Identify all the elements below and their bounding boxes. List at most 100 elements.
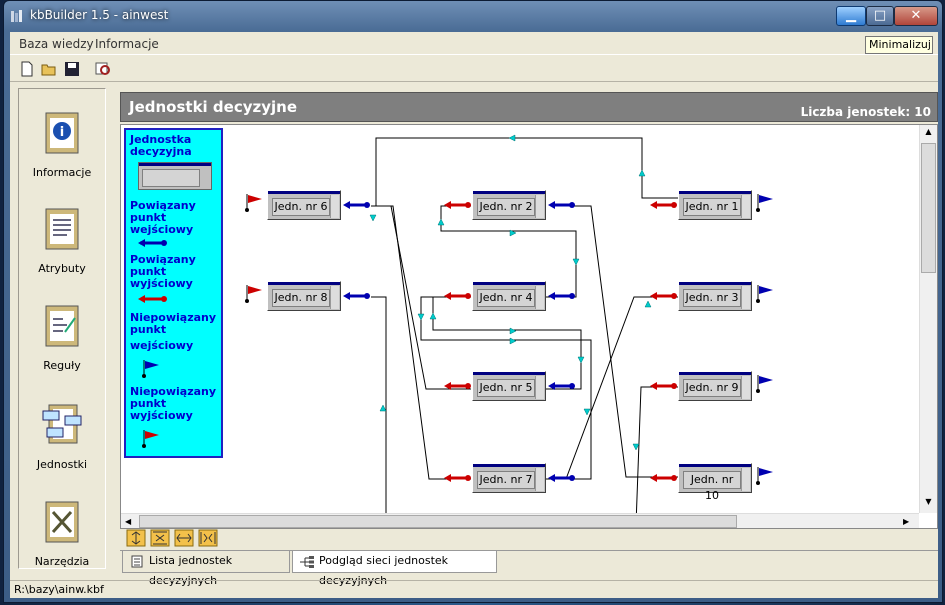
scroll-down-icon[interactable]: ▼ xyxy=(925,497,932,506)
unlinked-out-flag-icon xyxy=(142,430,159,448)
linked-in-point[interactable] xyxy=(548,200,576,210)
units-clipboard-icon xyxy=(42,404,82,444)
sidebar-label: Atrybuty xyxy=(38,262,86,275)
unit-node-label: Jedn. nr 7 xyxy=(477,471,535,489)
unit-node-3[interactable]: Jedn. nr 3 xyxy=(678,281,752,311)
close-button[interactable]: ✕ xyxy=(894,6,938,26)
linked-out-point[interactable] xyxy=(650,291,678,301)
linked-in-point[interactable] xyxy=(548,473,576,483)
node-scrollbar[interactable] xyxy=(535,286,544,309)
scroll-left-icon[interactable]: ◀ xyxy=(125,517,132,526)
node-scrollbar[interactable] xyxy=(330,286,339,309)
unit-node-4[interactable]: Jedn. nr 4 xyxy=(472,281,546,311)
page-title: Jednostki decyzyjne xyxy=(129,98,297,116)
linked-out-point[interactable] xyxy=(444,200,472,210)
list-doc-icon xyxy=(131,555,143,568)
unlinked-in-flag[interactable] xyxy=(754,465,776,485)
unit-node-1[interactable]: Jedn. nr 1 xyxy=(678,190,752,220)
connection-lines xyxy=(369,134,681,513)
legend-unit: Jednostka decyzyjna xyxy=(130,133,192,158)
node-scrollbar[interactable] xyxy=(741,195,750,218)
unlinked-out-flag[interactable] xyxy=(243,283,265,303)
layout-toolbar xyxy=(120,529,938,549)
linked-in-point[interactable] xyxy=(343,200,371,210)
new-file-icon[interactable] xyxy=(18,60,36,78)
title-bar[interactable]: kbBuilder 1.5 - ainwest ▁ □ ✕ xyxy=(4,1,942,31)
unit-node-9[interactable]: Jedn. nr 9 xyxy=(678,371,752,401)
unit-node-label: Jedn. nr 4 xyxy=(477,289,535,307)
linked-out-point[interactable] xyxy=(650,381,678,391)
tooltip: Minimalizuj xyxy=(865,36,933,54)
node-scrollbar[interactable] xyxy=(535,468,544,491)
unit-node-8[interactable]: Jedn. nr 8 xyxy=(267,281,341,311)
node-scrollbar[interactable] xyxy=(741,376,750,399)
linked-out-point[interactable] xyxy=(650,473,678,483)
linked-out-point[interactable] xyxy=(444,381,472,391)
horizontal-scrollbar[interactable]: ◀ ▶ xyxy=(121,513,919,528)
sidebar-item-narzedzia[interactable]: Narzędzia xyxy=(19,498,105,568)
vertical-scrollbar[interactable]: ▲ ▼ xyxy=(919,125,937,513)
linked-in-point[interactable] xyxy=(548,381,576,391)
linked-in-arrow-icon xyxy=(138,239,167,247)
scroll-right-icon[interactable]: ▶ xyxy=(903,517,910,526)
unit-node-label: Jedn. nr 6 xyxy=(272,198,330,216)
linked-out-point[interactable] xyxy=(444,291,472,301)
sidebar-item-jednostki[interactable]: Jednostki xyxy=(19,401,105,471)
maximize-icon: □ xyxy=(873,8,887,23)
sidebar: i Informacje Atrybuty Reguły Jednostki N… xyxy=(18,88,106,569)
tab-lista-jednostek[interactable]: Lista jednostek decyzyjnych xyxy=(122,551,290,587)
maximize-button[interactable]: □ xyxy=(866,6,894,26)
toolbar xyxy=(10,54,938,82)
info-clipboard-icon: i xyxy=(45,112,79,154)
unit-count: Liczba jenostek: 10 xyxy=(800,105,931,119)
menu-informacje[interactable]: Informacje xyxy=(95,37,159,51)
scroll-up-icon[interactable]: ▲ xyxy=(925,127,932,136)
unit-node-2[interactable]: Jedn. nr 2 xyxy=(472,190,546,220)
node-scrollbar[interactable] xyxy=(330,195,339,218)
open-folder-icon[interactable] xyxy=(40,60,58,78)
vertical-scroll-thumb[interactable] xyxy=(921,143,936,273)
unit-node-5[interactable]: Jedn. nr 5 xyxy=(472,371,546,401)
linked-out-point[interactable] xyxy=(444,473,472,483)
app-window: kbBuilder 1.5 - ainwest ▁ □ ✕ Minimalizu… xyxy=(3,0,943,603)
legend: Jednostka decyzyjna Powiązany punkt wejś… xyxy=(124,128,223,458)
unit-node-10[interactable]: Jedn. nr 10 xyxy=(678,463,752,502)
horizontal-scroll-thumb[interactable] xyxy=(139,515,737,528)
expand-horizontal-icon[interactable] xyxy=(174,529,194,547)
unit-node-label: Jedn. nr 1 xyxy=(683,198,741,216)
unlinked-in-flag[interactable] xyxy=(754,373,776,393)
menu-bar: Baza wiedzy Informacje xyxy=(10,32,938,54)
shrink-vertical-icon[interactable] xyxy=(150,529,170,547)
linked-in-point[interactable] xyxy=(548,291,576,301)
sidebar-item-atrybuty[interactable]: Atrybuty xyxy=(19,205,105,275)
linked-out-arrow-icon xyxy=(138,295,167,303)
node-scrollbar[interactable] xyxy=(535,376,544,399)
tab-strip: Lista jednostek decyzyjnych Podgląd siec… xyxy=(120,550,938,587)
tab-podglad-sieci[interactable]: Podgląd sieci jednostek decyzyjnych xyxy=(292,551,497,587)
preview-icon[interactable] xyxy=(94,60,112,78)
unlinked-in-flag-icon xyxy=(142,360,159,378)
node-scrollbar[interactable] xyxy=(741,468,750,491)
legend-linked-out: Powiązany punkt wyjściowy xyxy=(130,253,196,290)
unit-node-7[interactable]: Jedn. nr 7 xyxy=(472,463,546,493)
unit-node-label: Jedn. nr 5 xyxy=(477,379,535,397)
svg-text:i: i xyxy=(60,125,64,140)
unit-node-label: Jedn. nr 2 xyxy=(477,198,535,216)
shrink-horizontal-icon[interactable] xyxy=(198,529,218,547)
unlinked-in-flag[interactable] xyxy=(754,283,776,303)
sidebar-item-reguly[interactable]: Reguły xyxy=(19,302,105,372)
save-icon[interactable] xyxy=(63,60,81,78)
network-canvas[interactable]: Jednostka decyzyjna Powiązany punkt wejś… xyxy=(120,124,938,529)
linked-out-point[interactable] xyxy=(650,200,678,210)
linked-in-point[interactable] xyxy=(343,291,371,301)
unlinked-in-flag[interactable] xyxy=(754,192,776,212)
node-scrollbar[interactable] xyxy=(535,195,544,218)
menu-baza-wiedzy[interactable]: Baza wiedzy xyxy=(19,37,94,51)
minimize-button[interactable]: ▁ xyxy=(836,6,866,26)
legend-unlinked-out: Niepowiązany punkt wyjściowy xyxy=(130,385,217,422)
unlinked-out-flag[interactable] xyxy=(243,192,265,212)
unit-node-6[interactable]: Jedn. nr 6 xyxy=(267,190,341,220)
expand-vertical-icon[interactable] xyxy=(126,529,146,547)
sidebar-item-informacje[interactable]: i Informacje xyxy=(19,109,105,179)
node-scrollbar[interactable] xyxy=(741,286,750,309)
